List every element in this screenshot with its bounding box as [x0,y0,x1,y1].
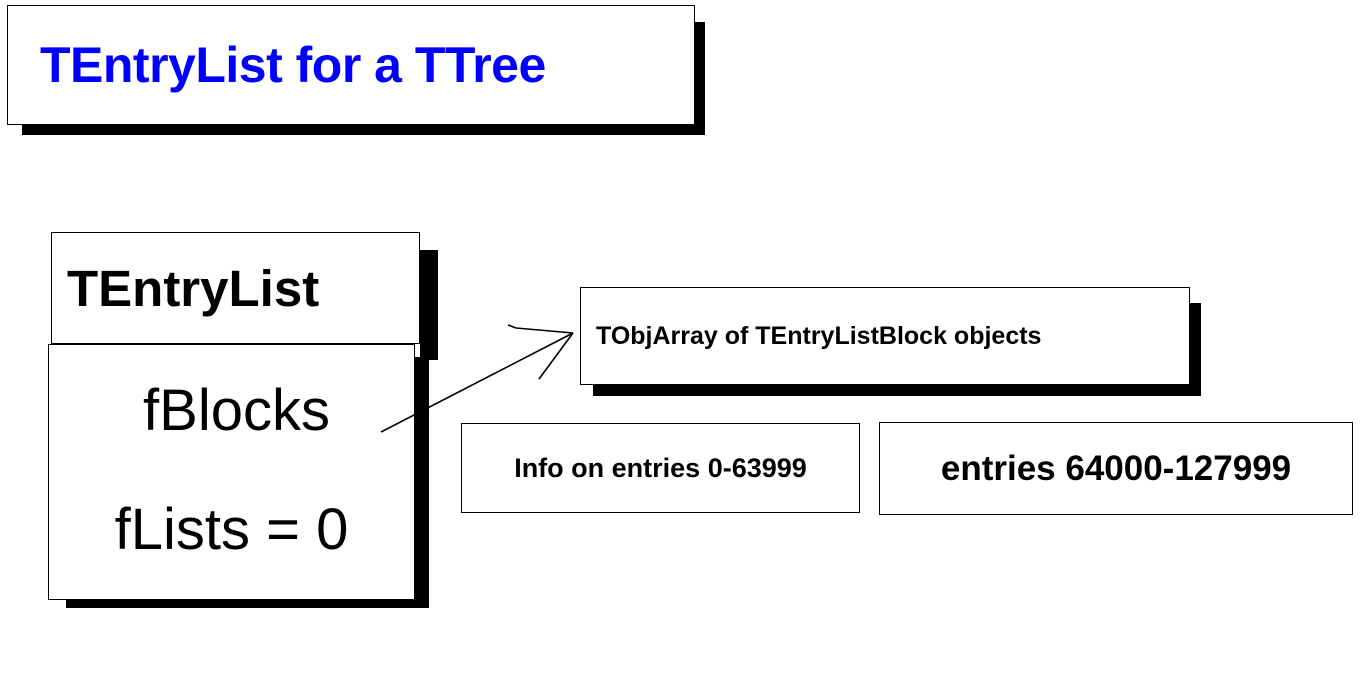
title-box: TEntryList for a TTree [7,5,695,125]
class-header-box: TEntryList [51,232,420,344]
class-body-shadow-right [415,357,429,608]
objarray-label: TObjArray of TEntryListBlock objects [596,321,1042,350]
entry-block-label-1: Info on entries 0-63999 [514,452,807,483]
entry-block-box-1: Info on entries 0-63999 [461,423,860,513]
class-body-box: fBlocks fLists = 0 [48,344,415,600]
entry-block-box-2: entries 64000-127999 [879,422,1353,515]
class-field-fblocks: fBlocks [143,377,330,443]
class-body-shadow-bottom [66,598,429,608]
class-header-shadow [420,250,438,360]
class-name-label: TEntryList [67,259,320,317]
entry-block-label-2: entries 64000-127999 [940,449,1292,488]
class-field-flists: fLists = 0 [114,496,349,562]
objarray-box: TObjArray of TEntryListBlock objects [580,287,1190,385]
page-title: TEntryList for a TTree [40,37,546,93]
